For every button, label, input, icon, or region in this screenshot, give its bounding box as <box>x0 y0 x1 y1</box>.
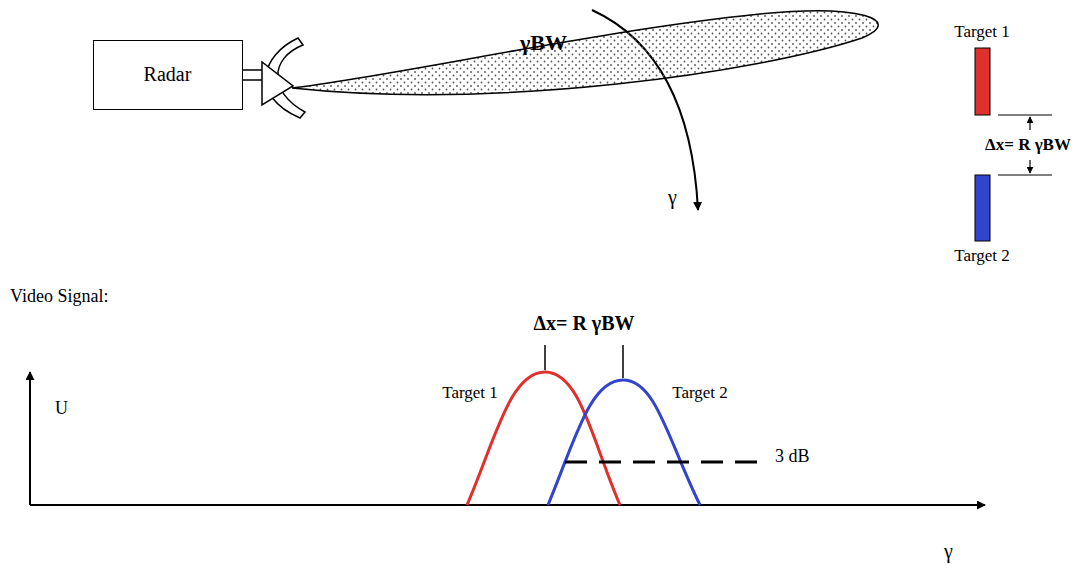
y-axis <box>29 372 31 505</box>
level-label: 3 dB <box>775 446 810 467</box>
target-label: Target 1 <box>954 22 1010 42</box>
beam-lobe: γBW <box>285 0 895 125</box>
lobe-outline <box>292 11 878 95</box>
target-bar <box>975 175 990 241</box>
peak-tick <box>622 345 624 378</box>
waveguide <box>243 69 262 71</box>
curve-label: Target 2 <box>672 383 728 403</box>
dimension-tick <box>998 115 1052 116</box>
dimension-tick <box>998 175 1052 176</box>
dimension-label: Δx= R γBW <box>533 312 634 335</box>
feed-horn <box>262 62 293 105</box>
radar-box: Radar <box>93 40 243 110</box>
waveguide <box>243 79 262 81</box>
curve-label: Target 1 <box>442 383 498 403</box>
lobe-outline <box>285 0 895 125</box>
axis-label: γ <box>668 186 677 209</box>
chart-title: Video Signal: <box>10 286 108 307</box>
beamwidth-label: γBW <box>520 30 567 55</box>
3db-line <box>565 461 760 464</box>
dimension-arrow <box>1029 160 1030 173</box>
dimension-label: Δx= R γBW <box>985 135 1071 155</box>
box-label: Radar <box>144 63 192 86</box>
axis-label: U <box>55 398 68 419</box>
target-bar <box>975 48 990 115</box>
dimension-arrow <box>1029 117 1030 130</box>
target-label: Target 2 <box>954 246 1010 266</box>
axis-label: γ <box>944 540 953 563</box>
peak-tick <box>544 345 546 370</box>
x-axis <box>30 504 985 506</box>
